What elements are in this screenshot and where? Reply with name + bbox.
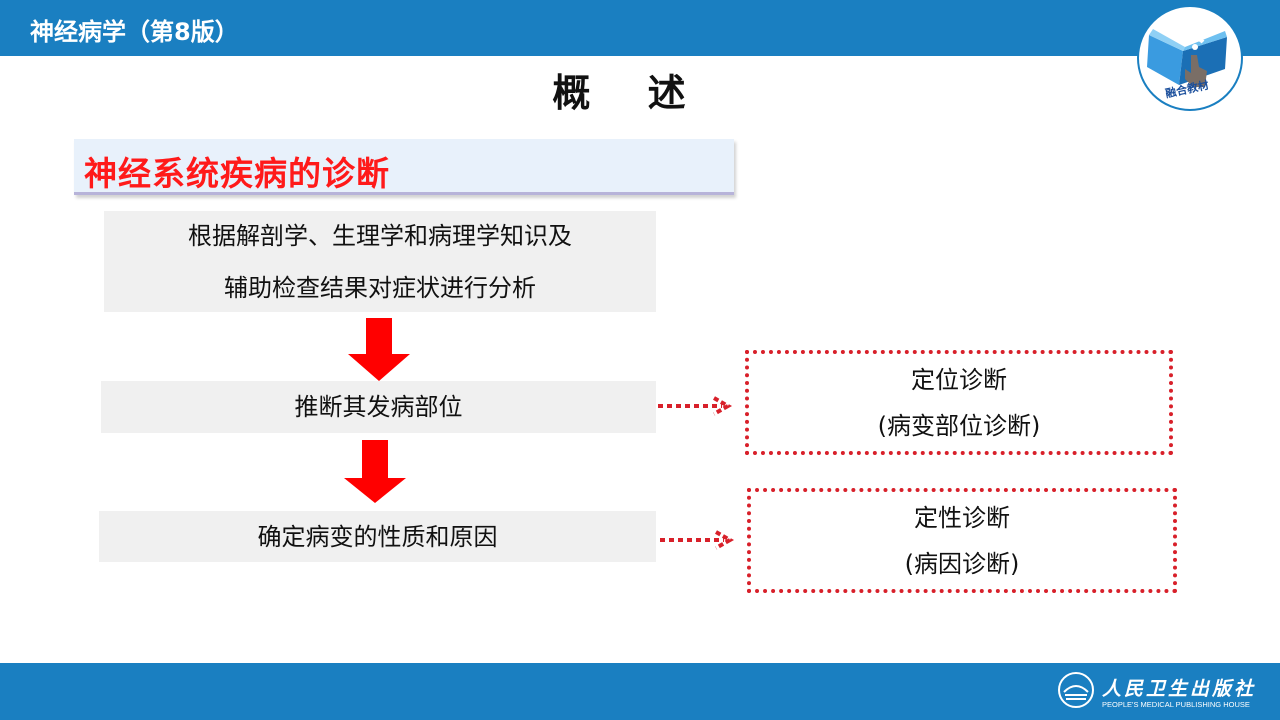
page-title: 概 述 — [552, 71, 708, 115]
step-text: 辅助检查结果对症状进行分析 — [224, 273, 536, 302]
publisher-name-en: PEOPLE'S MEDICAL PUBLISHING HOUSE — [1102, 700, 1250, 709]
down-arrow-icon — [348, 318, 410, 381]
flow-step-locate: 推断其发病部位 — [101, 381, 656, 433]
result-text: (病因诊断) — [904, 549, 1020, 578]
publisher-emblem-icon — [1058, 672, 1094, 708]
bottom-bar — [0, 663, 1280, 720]
result-text: (病变部位诊断) — [877, 411, 1041, 440]
step-text: 根据解剖学、生理学和病理学知识及 — [188, 221, 572, 250]
top-bar: 神经病学（第8版） — [0, 0, 1280, 56]
flow-step-analysis: 根据解剖学、生理学和病理学知识及 辅助检查结果对症状进行分析 — [104, 211, 656, 312]
result-qualitative-diagnosis: 定性诊断 (病因诊断) — [747, 488, 1177, 593]
down-arrow-icon — [344, 440, 406, 503]
book-title: 神经病学（第8版） — [30, 18, 239, 46]
publisher-logo: 人民卫生出版社 PEOPLE'S MEDICAL PUBLISHING HOUS… — [1056, 668, 1272, 714]
result-text: 定位诊断 — [911, 365, 1007, 394]
step-text: 推断其发病部位 — [294, 393, 463, 421]
fusion-textbook-badge: 融合教材 — [1137, 5, 1243, 111]
dotted-right-arrow-icon — [660, 530, 735, 550]
result-localization-diagnosis: 定位诊断 (病变部位诊断) — [745, 350, 1173, 455]
section-title: 神经系统疾病的诊断 — [84, 154, 390, 193]
touch-book-icon — [1147, 29, 1227, 87]
result-text: 定性诊断 — [914, 503, 1010, 532]
dotted-right-arrow-icon — [658, 396, 733, 416]
step-text: 确定病变的性质和原因 — [257, 522, 498, 551]
publisher-name-cn: 人民卫生出版社 — [1102, 678, 1257, 700]
section-header: 神经系统疾病的诊断 — [74, 139, 734, 195]
flow-step-qualify: 确定病变的性质和原因 — [99, 511, 656, 562]
